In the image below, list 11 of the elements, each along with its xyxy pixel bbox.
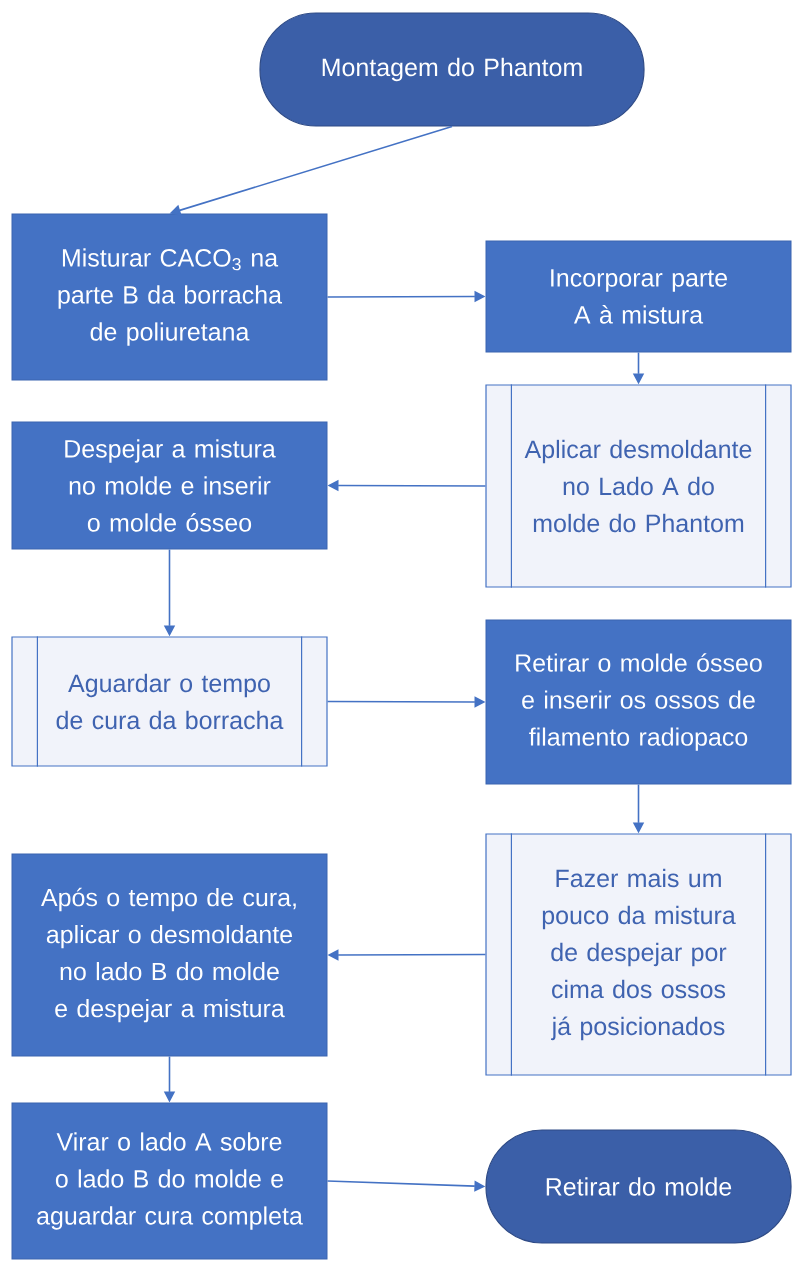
terminal-box: Retirar do molde <box>485 1129 792 1244</box>
predefined-process-box: Fazer mais um pouco da mistura de despejar por cima dos ossos já posicionados <box>485 832 792 1077</box>
process-box: Misturar CACO$_{3}$ na parte B da borracha de poliuretana <box>11 213 328 381</box>
predefined-process-box: Aguardar o tempo de cura da borracha <box>11 635 328 768</box>
process-box: Retirar o molde ósseo e inserir os ossos de filamento radiopaco <box>485 619 792 785</box>
predefined-process-box: Aplicar desmoldante no Lado A do molde do Phantom <box>485 383 792 589</box>
process-box: Após o tempo de cura, aplicar o desmoldante no lado B do molde e despejar a mistura <box>11 853 328 1057</box>
process-box: Virar o lado A sobre o lado B do molde e aguardar cura completa <box>11 1102 328 1260</box>
process-box: Incorporar parte A à mistura <box>485 240 792 353</box>
process-box: Despejar a mistura no molde e inserir o molde ósseo <box>11 421 328 550</box>
terminal-box: Montagem do Phantom <box>259 12 645 127</box>
